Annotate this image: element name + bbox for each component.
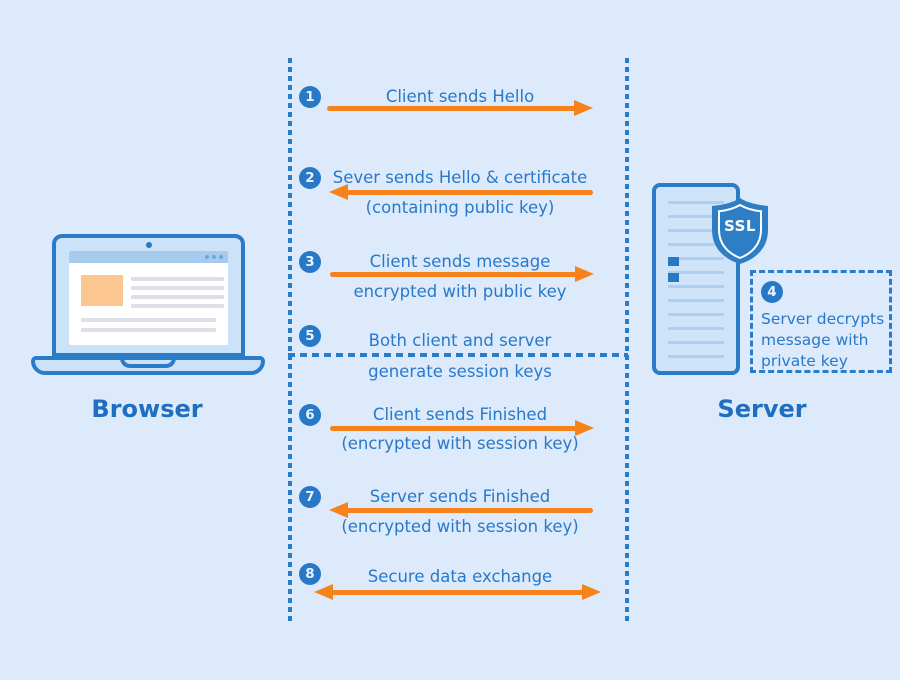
window-controls-dots-icon [205,255,223,259]
step-4-badge: 4 [761,281,783,303]
browser-label: Browser [91,395,203,423]
step-3-badge: 3 [299,251,321,273]
step-6-sublabel: (encrypted with session key) [341,434,579,453]
server-led-square [668,273,679,282]
browser-window [69,251,228,345]
step-7-arrow-left-icon [329,502,593,519]
step-5-sublabel: generate session keys [368,362,552,381]
step-8-number: 8 [305,566,315,582]
step-5-label: Both client and server [368,331,552,350]
step-3-arrow-right-icon [330,266,594,283]
step-1-label: Client sends Hello [385,87,535,106]
step-3-label: Client sends message [369,252,551,271]
shield-shape [712,198,768,264]
text-line [131,295,224,299]
step-7-number: 7 [305,489,315,505]
arrow-shaft [344,190,593,195]
server-icon [652,183,740,375]
client-timeline-dashed-line [288,58,292,623]
arrow-shaft [329,590,586,595]
step-3-sublabel: encrypted with public key [353,282,567,301]
text-line [81,328,216,332]
webcam-dot [145,242,152,248]
text-line [131,304,224,308]
page-image-placeholder [81,275,123,306]
step-8-badge: 8 [299,563,321,585]
step-6-arrow-right-icon [330,420,594,437]
step-2-arrow-left-icon [329,184,593,201]
laptop-base [31,356,265,375]
step-6-badge: 6 [299,404,321,426]
step-7-sublabel: (encrypted with session key) [341,517,579,536]
arrow-shaft [327,106,578,111]
step-1-number: 1 [305,89,315,105]
step-7-label: Server sends Finished [369,487,551,506]
session-keys-divider-dashed-line [288,353,628,357]
laptop-icon [52,234,245,357]
laptop-notch [120,356,176,368]
arrow-shaft [330,426,579,431]
step-1-arrow-right-icon [327,100,593,117]
step-4-box: 4 Server decrypts message with private k… [750,270,892,373]
step-2-sublabel: (containing public key) [365,198,555,217]
step-5-number: 5 [305,328,315,344]
text-line [131,277,224,281]
step-6-label: Client sends Finished [372,405,548,424]
text-line [81,318,216,322]
arrow-shaft [344,508,593,513]
server-timeline-dashed-line [625,58,629,623]
step-1-badge: 1 [299,86,321,108]
step-6-number: 6 [305,407,315,423]
step-4-label: Server decrypts message with private key [761,310,885,370]
step-8-arrow-both-icon [314,584,601,601]
step-4-number: 4 [767,284,777,300]
step-2-label: Sever sends Hello & certificate [332,168,588,187]
ssl-shield-label: SSL [724,217,756,235]
step-3-number: 3 [305,254,315,270]
step-2-badge: 2 [299,167,321,189]
browser-titlebar [69,251,228,263]
step-8-label: Secure data exchange [367,567,553,586]
server-label: Server [717,395,807,423]
step-2-number: 2 [305,170,315,186]
step-7-badge: 7 [299,486,321,508]
text-line [131,286,224,290]
step-5-badge: 5 [299,325,321,347]
server-led-square [668,257,679,266]
arrow-shaft [330,272,579,277]
ssl-shield-icon: SSL [710,196,770,266]
